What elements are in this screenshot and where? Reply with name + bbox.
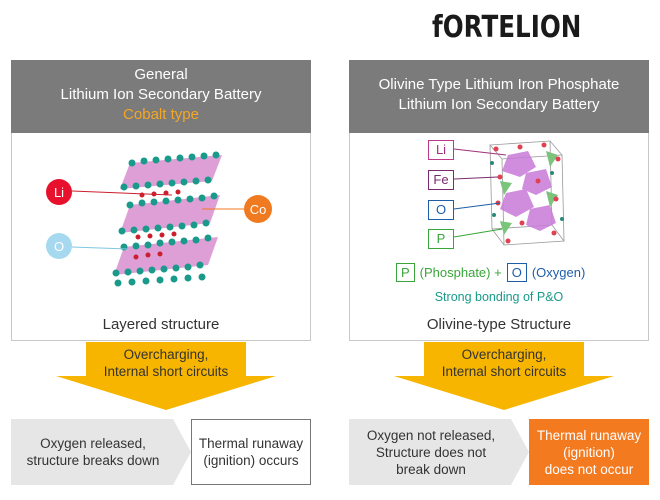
fortelion-logo: fORTELION xyxy=(432,10,582,45)
right-result-chevron xyxy=(349,419,529,485)
right-arrow-text: Overcharging, Internal short circuits xyxy=(394,346,614,380)
phosphate-oxygen-formula: P (Phosphate) + O (Oxygen) xyxy=(396,262,616,282)
po4-tetrahedra xyxy=(500,151,558,235)
left-result-chevron xyxy=(11,419,191,485)
right-result-text: Oxygen not released, Structure does not … xyxy=(349,419,513,485)
co-label-text: Co xyxy=(249,201,267,217)
p-label-text: P xyxy=(436,231,446,246)
left-title-line2: Lithium Ion Secondary Battery xyxy=(60,86,262,103)
feo6-octahedra xyxy=(500,151,556,231)
cobalt-layers xyxy=(114,155,222,275)
left-down-arrow xyxy=(56,342,276,410)
right-result-line1: Oxygen not released, xyxy=(366,427,496,443)
layered-structure-diagram xyxy=(71,151,244,287)
left-title-line3: Cobalt type xyxy=(123,106,199,123)
left-arrow-text: Overcharging, Internal short circuits xyxy=(56,346,276,380)
right-title-line1: Olivine Type Lithium Iron Phosphate xyxy=(378,76,620,93)
formula-p-box: P xyxy=(396,262,415,282)
left-arrow-line1: Overcharging, xyxy=(123,347,209,362)
o-label-text-right: O xyxy=(435,202,447,217)
right-down-arrow xyxy=(394,342,614,410)
fe-label-box: Fe xyxy=(428,170,454,190)
fe-label-text: Fe xyxy=(433,172,449,187)
right-outcome-line2: (ignition) xyxy=(563,444,615,460)
left-panel-body: Li Co O Layered structure xyxy=(11,133,311,341)
left-arrow-line2: Internal short circuits xyxy=(103,364,229,379)
lithium-spheres xyxy=(133,189,181,260)
left-outcome-line2: (ignition) occurs xyxy=(203,453,299,468)
left-caption: Layered structure xyxy=(102,316,220,333)
left-result-line2: structure breaks down xyxy=(26,453,160,468)
left-result-line1: Oxygen released, xyxy=(40,436,146,451)
left-panel-header: General Lithium Ion Secondary Battery Co… xyxy=(11,60,311,133)
olivine-lithium-spheres xyxy=(490,161,564,221)
right-caption: Olivine-type Structure xyxy=(426,316,572,333)
right-outcome-box: Thermal runaway (ignition) does not occu… xyxy=(529,419,649,485)
o-label-circle: O xyxy=(46,233,72,259)
bonding-note: Strong bonding of P&O xyxy=(434,290,564,304)
p-label-box: P xyxy=(428,229,454,249)
li-label-text-right: Li xyxy=(435,142,447,157)
li-label-circle: Li xyxy=(46,179,72,205)
right-panel-body: Li Fe O P P (Phosphate) + O (Oxygen) Str… xyxy=(349,133,649,341)
right-arrow-line2: Internal short circuits xyxy=(441,364,567,379)
right-title-line2: Lithium Ion Secondary Battery xyxy=(398,96,600,113)
left-title-line1: General xyxy=(134,66,188,83)
left-outcome-box: Thermal runaway (ignition) occurs xyxy=(191,419,311,485)
left-result-text: Oxygen released, structure breaks down xyxy=(11,419,175,485)
right-result-line3: break down xyxy=(396,461,466,477)
li-label-box: Li xyxy=(428,140,454,160)
o-label-text: O xyxy=(53,238,65,254)
oxygen-spheres xyxy=(112,151,220,287)
formula-o-box: O xyxy=(506,262,527,282)
co-label-circle: Co xyxy=(244,195,272,223)
olivine-oxygen-spheres xyxy=(493,142,561,244)
right-panel-header: Olivine Type Lithium Iron Phosphate Lith… xyxy=(349,60,649,133)
right-result-line2: Structure does not xyxy=(375,444,487,460)
olivine-structure-diagram xyxy=(453,140,565,246)
formula-p-text: (Phosphate) + xyxy=(419,264,502,280)
right-outcome-line1: Thermal runaway xyxy=(536,427,642,443)
formula-o-text: (Oxygen) xyxy=(531,264,586,280)
li-label-text: Li xyxy=(53,184,65,200)
right-outcome-line3: does not occur xyxy=(544,461,634,477)
o-label-box: O xyxy=(428,200,454,220)
left-outcome-line1: Thermal runaway xyxy=(198,436,304,451)
right-arrow-line1: Overcharging, xyxy=(461,347,547,362)
